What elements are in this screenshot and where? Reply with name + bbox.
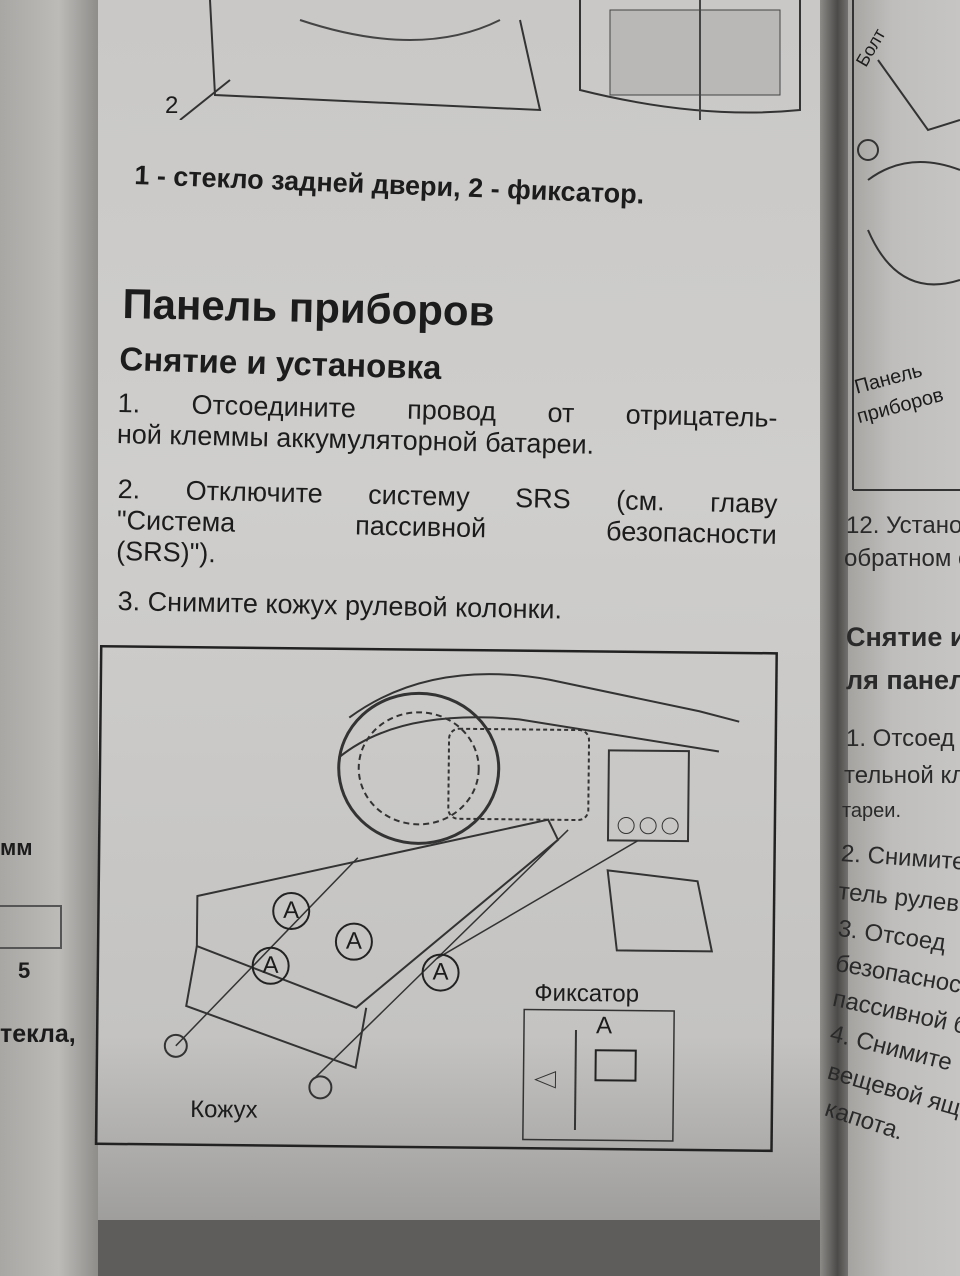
dashboard-illustration <box>94 645 778 1153</box>
center-page <box>98 0 833 1220</box>
right-line-2: обратном с <box>844 545 960 572</box>
right-step-5: тель рулев <box>837 878 960 918</box>
marker-a-2: A <box>251 946 290 986</box>
right-step-3: тареи. <box>842 800 902 822</box>
right-page: Болт Панель приборов 12. Установ обратно… <box>822 0 960 1276</box>
right-step-2: тельной кл <box>844 762 960 789</box>
cover-label: Кожух <box>189 1095 258 1124</box>
unit-label: мм <box>0 835 33 860</box>
instrument-panel-figure: A A A A Фиксатор A Кожух <box>94 645 778 1153</box>
left-figure-number: 5 <box>18 958 31 983</box>
right-step-6: 3. Отсоед <box>836 915 948 957</box>
marker-a-3: A <box>334 922 374 961</box>
right-heading-2: ля панел <box>846 665 960 695</box>
left-page: мм 5 текла, <box>0 0 98 1276</box>
marker-a-4: A <box>421 953 460 992</box>
right-page-illustration <box>852 0 960 491</box>
right-step-1: 1. Отсоед <box>846 725 955 752</box>
right-line-1: 12. Установ <box>846 512 960 539</box>
right-step-4: 2. Снимите <box>840 840 960 876</box>
marker-a-1: A <box>272 891 311 931</box>
detail-a-label: A <box>595 1012 613 1040</box>
right-heading-1: Снятие и <box>846 622 960 652</box>
section-title: Панель приборов <box>122 280 495 335</box>
left-fragment: текла, <box>0 1020 76 1048</box>
fixator-label: Фиксатор <box>534 979 640 1008</box>
top-figure-label: 2 <box>165 92 179 119</box>
left-figure-frame <box>0 905 62 949</box>
step-2: 2. Отключите систему SRS (см. главу "Сис… <box>116 474 778 582</box>
rear-door-glass-illustration <box>179 0 801 120</box>
